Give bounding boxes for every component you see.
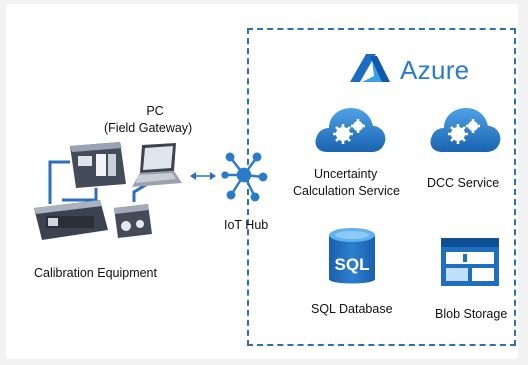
calibration-equipment-label: Calibration Equipment: [34, 266, 157, 280]
blob-storage-label: Blob Storage: [435, 307, 508, 321]
pc-subtitle: (Field Gateway): [104, 121, 193, 135]
azure-brand-text: Azure: [400, 55, 470, 85]
cloud-gears-icon: [430, 108, 501, 152]
cloud-gears-icon: [315, 108, 386, 152]
uncertainty-label-line2: Calculation Service: [293, 184, 400, 198]
laptop-icon: [132, 143, 182, 187]
azure-logo-icon: [350, 54, 390, 82]
blob-storage-icon: [441, 238, 499, 286]
sql-database-label: SQL Database: [311, 302, 393, 316]
iot-hub-icon: [221, 152, 268, 202]
dcc-service-label: DCC Service: [427, 176, 500, 190]
uncertainty-label-line1: Uncertainty: [314, 167, 378, 181]
azure-boundary: [247, 28, 516, 346]
sql-icon-text: SQL: [335, 255, 370, 274]
iot-hub-label: IoT Hub: [224, 218, 269, 232]
pc-title: PC: [146, 104, 164, 118]
calibration-equipment-icon: [34, 142, 155, 240]
bidirectional-arrow-icon: [190, 172, 216, 180]
sql-database-icon: SQL: [329, 228, 375, 284]
